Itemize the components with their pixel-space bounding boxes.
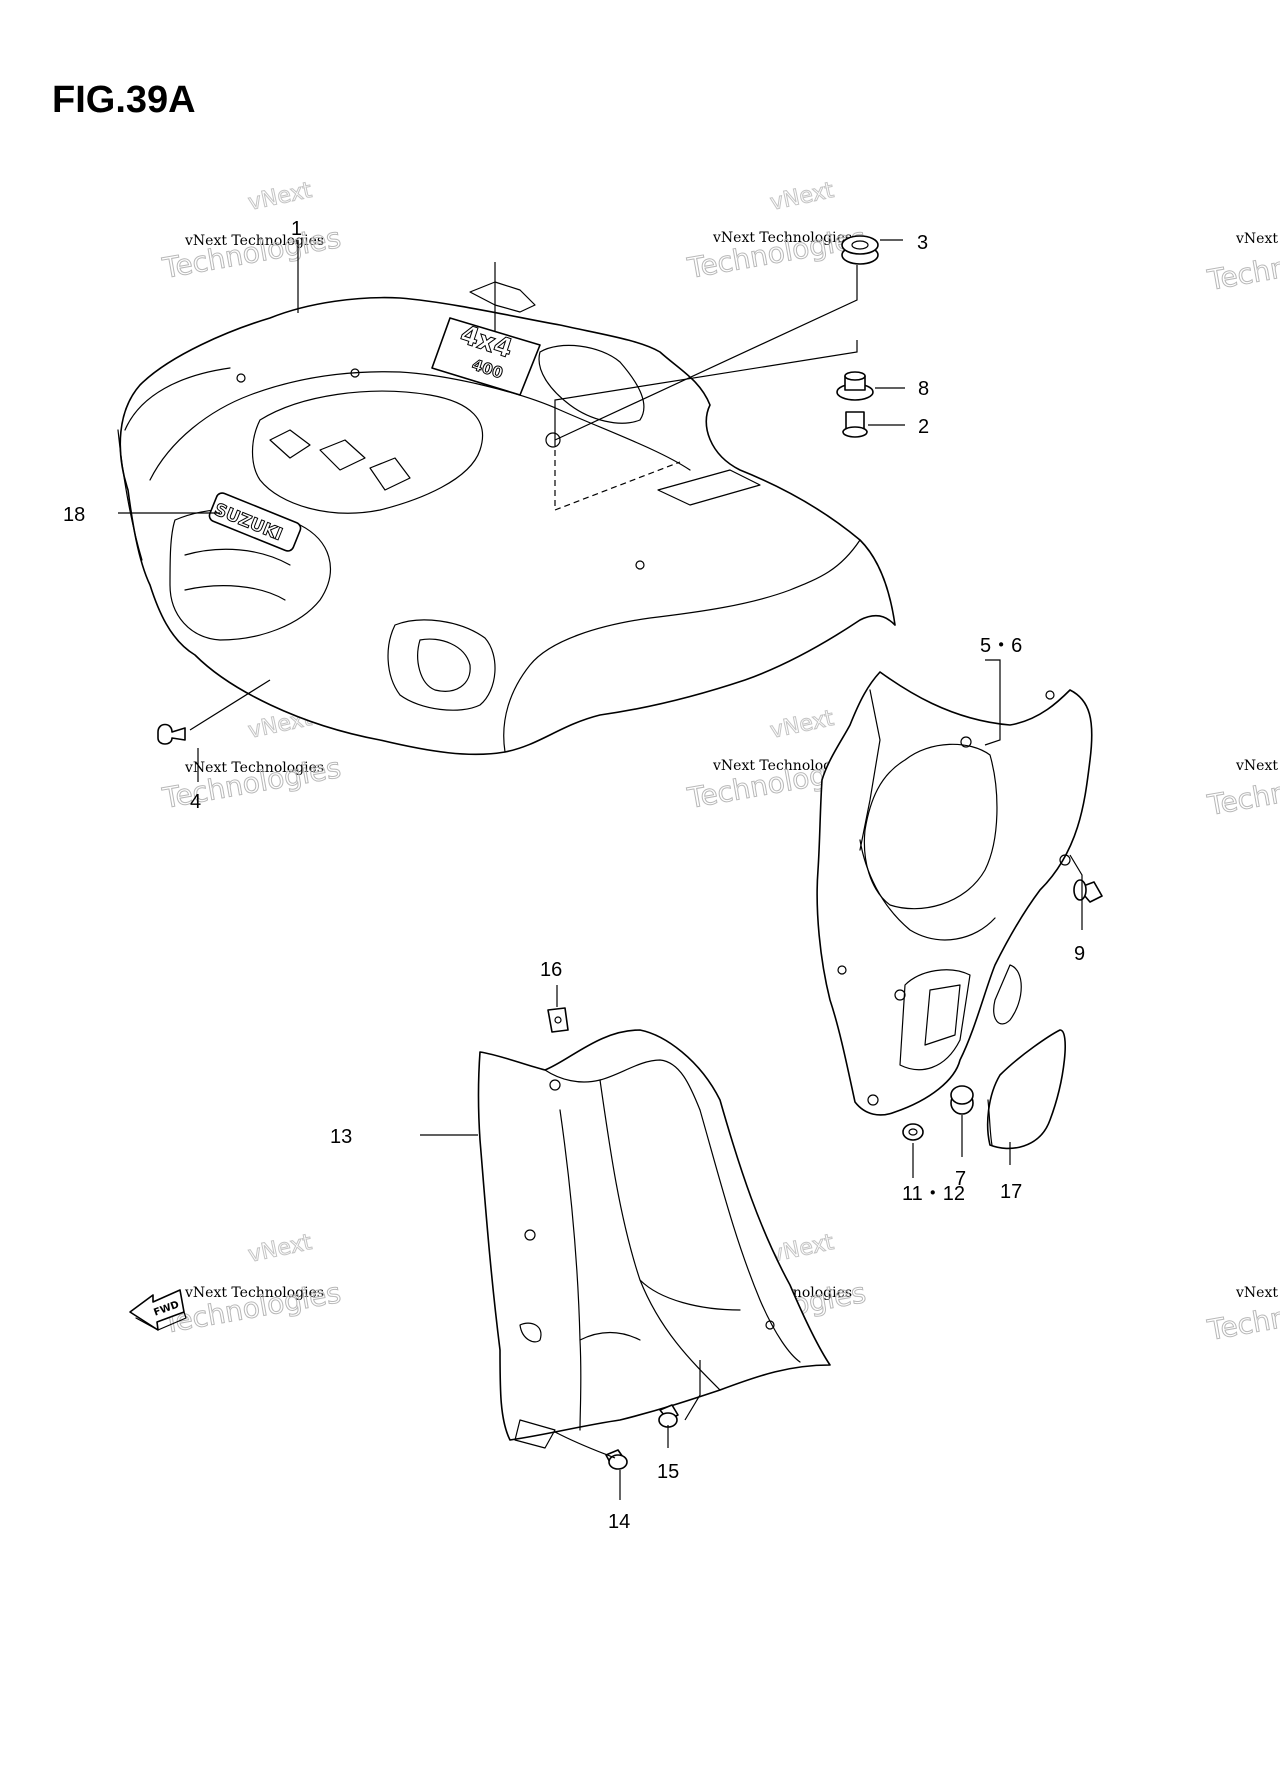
- svg-text:vNext Technologies: vNext Technologies: [184, 233, 324, 249]
- washer-10: [902, 1123, 924, 1141]
- 4x4-emblem: 4x4 400: [431, 317, 541, 396]
- callout-8: 8: [918, 378, 929, 400]
- screw-4: [157, 723, 186, 745]
- callout-15: 16: [540, 959, 562, 981]
- svg-text:vNext: vNext: [768, 178, 836, 216]
- callout-11-12: 13: [330, 1126, 352, 1148]
- callout-10: 11・12: [902, 1183, 965, 1205]
- grommet-3: [841, 235, 879, 265]
- clip-15: [547, 1007, 569, 1033]
- lid-16: [986, 1029, 1066, 1150]
- svg-text:vNext Technologies: vNext Technologies: [712, 230, 852, 246]
- svg-text:vNext Technologies: vNext Technologies: [1235, 758, 1280, 774]
- watermark-top-left: vNext vNext Technologies Technologies: [159, 177, 344, 285]
- screw-9: [1073, 879, 1103, 903]
- svg-text:vNext Technologies: vNext Technologies: [1235, 1285, 1280, 1301]
- watermark-bottom-left: vNext vNext Technologies Technologies: [159, 1229, 344, 1340]
- screw-13: [605, 1449, 628, 1470]
- watermark-mid-right: vNext Technologies Technologies: [1204, 758, 1280, 823]
- callout-2: 2: [918, 416, 929, 438]
- callout-1: 1: [291, 218, 302, 240]
- callout-5-6: 5・6: [980, 635, 1022, 657]
- leader-lines: [118, 239, 1083, 1500]
- callouts: 1 3 8 2 18 4 5・6 9 16 13 11・12 7 17 15 1…: [63, 218, 1085, 1533]
- fwd-arrow-icon: FWD: [129, 1289, 187, 1331]
- callout-14: 15: [657, 1461, 679, 1483]
- callout-4: 4: [190, 791, 201, 813]
- inner-fender-11-12: [477, 1029, 831, 1449]
- callout-16: 17: [1000, 1181, 1022, 1203]
- front-fender: [117, 281, 896, 756]
- watermark-bottom-right: vNext Technologies Technologies: [1204, 1283, 1280, 1348]
- svg-text:vNext: vNext: [246, 1230, 314, 1268]
- svg-text:vNext Technologies: vNext Technologies: [1235, 231, 1280, 247]
- callout-13: 14: [608, 1511, 630, 1533]
- svg-text:vNext Technologies: vNext Technologies: [184, 1285, 324, 1301]
- svg-text:vNext: vNext: [246, 178, 314, 216]
- callout-18: 18: [63, 504, 85, 526]
- bolt-2: [842, 411, 868, 438]
- watermark-top-right: vNext Technologies Technologies: [1204, 231, 1280, 298]
- svg-text:vNext: vNext: [768, 706, 836, 744]
- callout-9: 9: [1074, 943, 1085, 965]
- svg-text:vNext Technologies: vNext Technologies: [712, 758, 852, 774]
- figure-title: FIG.39A: [52, 79, 196, 121]
- callout-3: 3: [917, 232, 928, 254]
- collar-8: [836, 371, 874, 401]
- side-cover-5-6: [816, 671, 1093, 1116]
- svg-text:Technologies: Technologies: [160, 221, 344, 285]
- watermark-top-center: vNext vNext Technologies Technologies: [684, 177, 869, 285]
- svg-text:vNext Technologies: vNext Technologies: [184, 760, 324, 776]
- callout-7: 7: [955, 1168, 966, 1190]
- cushion-7: [950, 1085, 974, 1115]
- screw-14: [658, 1404, 679, 1428]
